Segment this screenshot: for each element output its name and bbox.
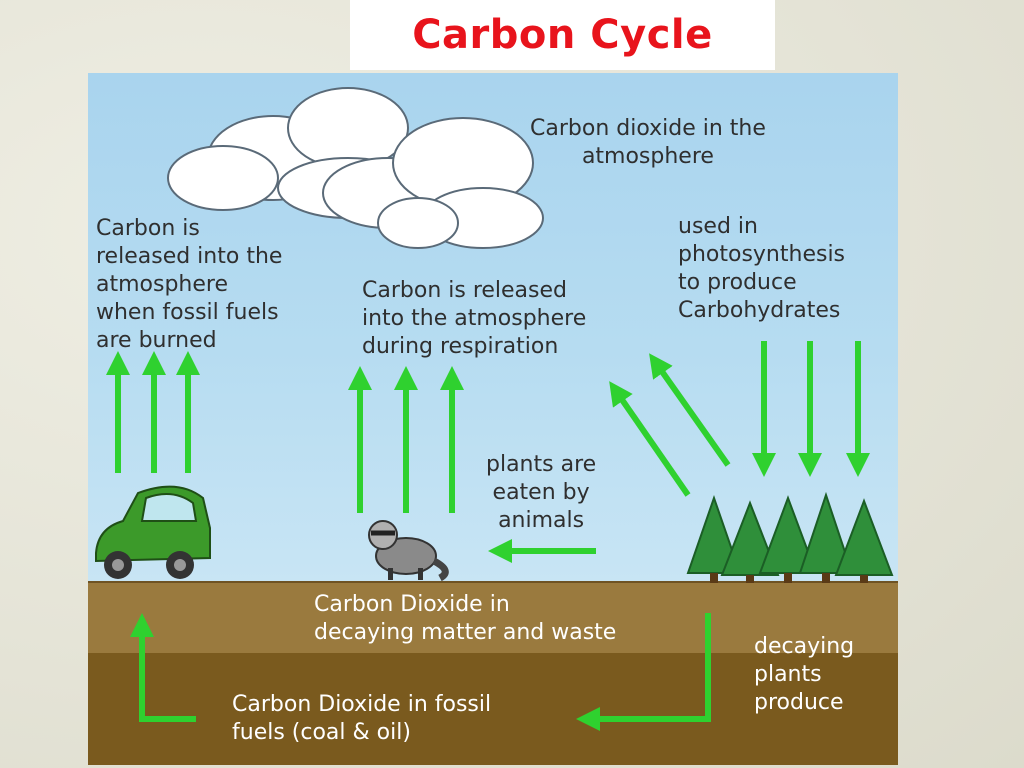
label-line: Carbon is released: [362, 278, 568, 303]
label-line: during respiration: [362, 334, 559, 359]
diagram-artwork: [88, 87, 898, 765]
label-line: produce: [754, 690, 844, 715]
label-line: released into the: [96, 244, 283, 269]
label-line: Carbon dioxide in the: [530, 116, 766, 141]
label-line: atmosphere: [96, 272, 228, 297]
soil-lower-layer: [88, 653, 898, 765]
label-fossil-fuels: Carbon Dioxide in fossil fuels (coal & o…: [232, 691, 491, 747]
label-line: used in: [678, 214, 758, 239]
label-line: are burned: [96, 328, 217, 353]
label-line: plants are: [486, 452, 597, 477]
label-decaying-matter: Carbon Dioxide in decaying matter and wa…: [314, 591, 616, 647]
raccoon-icon: [368, 520, 449, 582]
slide-title: Carbon Cycle: [412, 12, 713, 58]
label-respiration: Carbon is released into the atmosphere d…: [362, 277, 586, 361]
label-line: eaten by: [492, 480, 590, 505]
label-fossil-fuel-burning: Carbon is released into the atmosphere w…: [96, 215, 282, 355]
label-line: atmosphere: [581, 144, 714, 169]
label-line: fuels (coal & oil): [232, 720, 411, 745]
label-plants-eaten: plants are eaten by animals: [486, 451, 596, 535]
label-line: decaying: [754, 634, 855, 659]
label-line: Carbon Dioxide in fossil: [232, 692, 492, 717]
label-photosynthesis: used in photosynthesis to produce Carboh…: [678, 213, 845, 325]
label-line: animals: [498, 508, 585, 533]
car-icon: [95, 485, 211, 579]
label-line: to produce: [678, 270, 797, 295]
soil-upper-layer: [88, 581, 898, 653]
label-line: Carbohydrates: [678, 298, 841, 323]
carbon-cycle-diagram: Carbon dioxide in the atmosphere Carbon …: [88, 73, 898, 765]
label-decaying-plants: decaying plants produce: [754, 633, 854, 717]
label-line: into the atmosphere: [362, 306, 587, 331]
label-line: Carbon is: [96, 216, 200, 241]
label-line: Carbon Dioxide in: [314, 592, 510, 617]
arrow-diagonal: [609, 381, 691, 497]
arrow-fossil-loop: [130, 613, 196, 722]
label-line: when fossil fuels: [96, 300, 279, 325]
title-box: Carbon Cycle: [350, 0, 775, 70]
tree-icon: [686, 491, 894, 576]
label-atmosphere: Carbon dioxide in the atmosphere: [530, 115, 766, 171]
label-line: photosynthesis: [678, 242, 846, 267]
arrow-diagonal: [649, 353, 731, 467]
label-line: plants: [754, 662, 822, 687]
arrow-decay-loop: [576, 613, 711, 731]
label-line: decaying matter and waste: [314, 620, 617, 645]
cloud-icon: [322, 117, 544, 249]
